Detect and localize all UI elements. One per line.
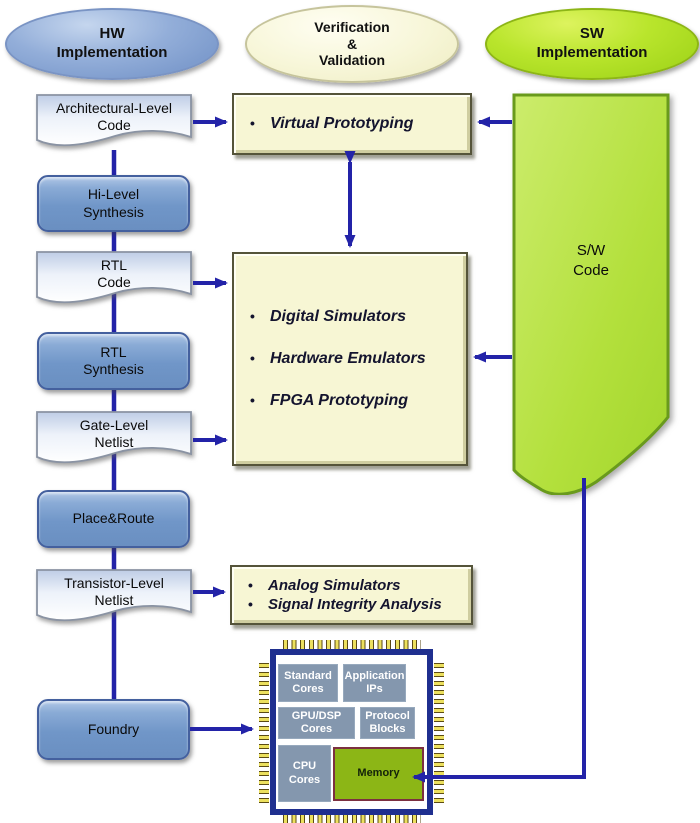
chip-block-label: Application IPs: [344, 669, 405, 695]
chip-block-memory: Memory: [333, 747, 424, 801]
verification-item: • Signal Integrity Analysis: [232, 596, 471, 613]
flow-node-gate-level-netlist: Gate-Level Netlist: [35, 410, 193, 474]
chip-pins-bottom: [283, 814, 421, 823]
bullet-icon: •: [250, 308, 255, 324]
verification-item: • Virtual Prototyping: [234, 115, 470, 133]
flow-node-foundry: Foundry: [37, 699, 190, 760]
virtual-prototyping-box: • Virtual Prototyping: [232, 93, 472, 155]
chip-block-gpu-dsp-cores: GPU/DSP Cores: [278, 707, 355, 739]
bullet-icon: •: [250, 350, 255, 366]
chip-pins-left: [259, 663, 269, 805]
chip-pins-top: [283, 640, 421, 650]
flow-node-label: RTL Code: [97, 256, 131, 291]
bullet-icon: •: [250, 115, 255, 131]
verification-item: • FPGA Prototyping: [234, 392, 466, 410]
chip-block-label: Standard Cores: [284, 669, 332, 695]
verification-validation-header: Verification & Validation: [245, 5, 459, 83]
bullet-icon: •: [248, 596, 253, 612]
verification-item-label: Digital Simulators: [270, 308, 407, 325]
flow-node-hi-level-synthesis: Hi-Level Synthesis: [37, 175, 190, 232]
digital-verification-box: • Digital Simulators • Hardware Emulator…: [232, 252, 468, 466]
verification-item: • Digital Simulators: [234, 308, 466, 326]
flow-node-architectural-level-code: Architectural-Level Code: [35, 93, 193, 157]
bullet-icon: •: [250, 392, 255, 408]
chip-block-standard-cores: Standard Cores: [278, 664, 338, 702]
verification-item: • Analog Simulators: [232, 577, 471, 594]
soc-chip: Standard Cores Application IPs GPU/DSP C…: [270, 649, 433, 815]
verification-item: • Hardware Emulators: [234, 350, 466, 368]
chip-block-cpu-cores: CPU Cores: [278, 745, 331, 802]
chip-pins-right: [434, 663, 444, 805]
sw-implementation-header: SW Implementation: [485, 8, 699, 80]
hw-implementation-header: HW Implementation: [5, 8, 219, 80]
chip-block-label: GPU/DSP Cores: [291, 709, 342, 735]
verification-item-label: Virtual Prototyping: [270, 115, 414, 132]
analog-verification-box: • Analog Simulators • Signal Integrity A…: [230, 565, 473, 625]
chip-block-label: Protocol Blocks: [365, 709, 410, 735]
chip-block-label: Memory: [357, 767, 400, 780]
flow-node-place-and-route: Place&Route: [37, 490, 190, 548]
flow-node-transistor-level-netlist: Transistor-Level Netlist: [35, 568, 193, 632]
hw-header-label: HW Implementation: [56, 25, 168, 61]
document-shape-icon: [36, 94, 192, 147]
bullet-icon: •: [248, 577, 253, 593]
flow-node-rtl-synthesis: RTL Synthesis: [37, 332, 190, 390]
flow-node-label: Hi-Level Synthesis: [83, 186, 144, 220]
verification-item-label: Analog Simulators: [268, 577, 401, 594]
sw-header-label: SW Implementation: [536, 25, 648, 61]
verification-item-label: Signal Integrity Analysis: [268, 596, 442, 613]
sw-code-shape-icon: [512, 93, 670, 495]
chip-block-label: CPU Cores: [288, 760, 321, 786]
flow-node-label: Architectural-Level Code: [56, 99, 172, 134]
flow-node-label: RTL Synthesis: [83, 343, 144, 378]
flow-node-label: Foundry: [87, 720, 140, 737]
flow-node-label: Transistor-Level Netlist: [64, 574, 164, 609]
verification-item-label: Hardware Emulators: [270, 350, 426, 367]
sw-code-label: S/W Code: [573, 242, 609, 279]
flow-node-rtl-code: RTL Code: [35, 250, 193, 314]
flow-node-label: Gate-Level Netlist: [79, 416, 149, 451]
verification-item-label: FPGA Prototyping: [270, 392, 409, 409]
sw-code-node: S/W Code: [512, 93, 670, 495]
flow-node-label: Place&Route: [72, 510, 155, 527]
chip-block-application-ips: Application IPs: [343, 664, 406, 702]
vv-header-label: Verification & Validation: [314, 18, 390, 69]
chip-block-protocol-blocks: Protocol Blocks: [360, 707, 415, 739]
